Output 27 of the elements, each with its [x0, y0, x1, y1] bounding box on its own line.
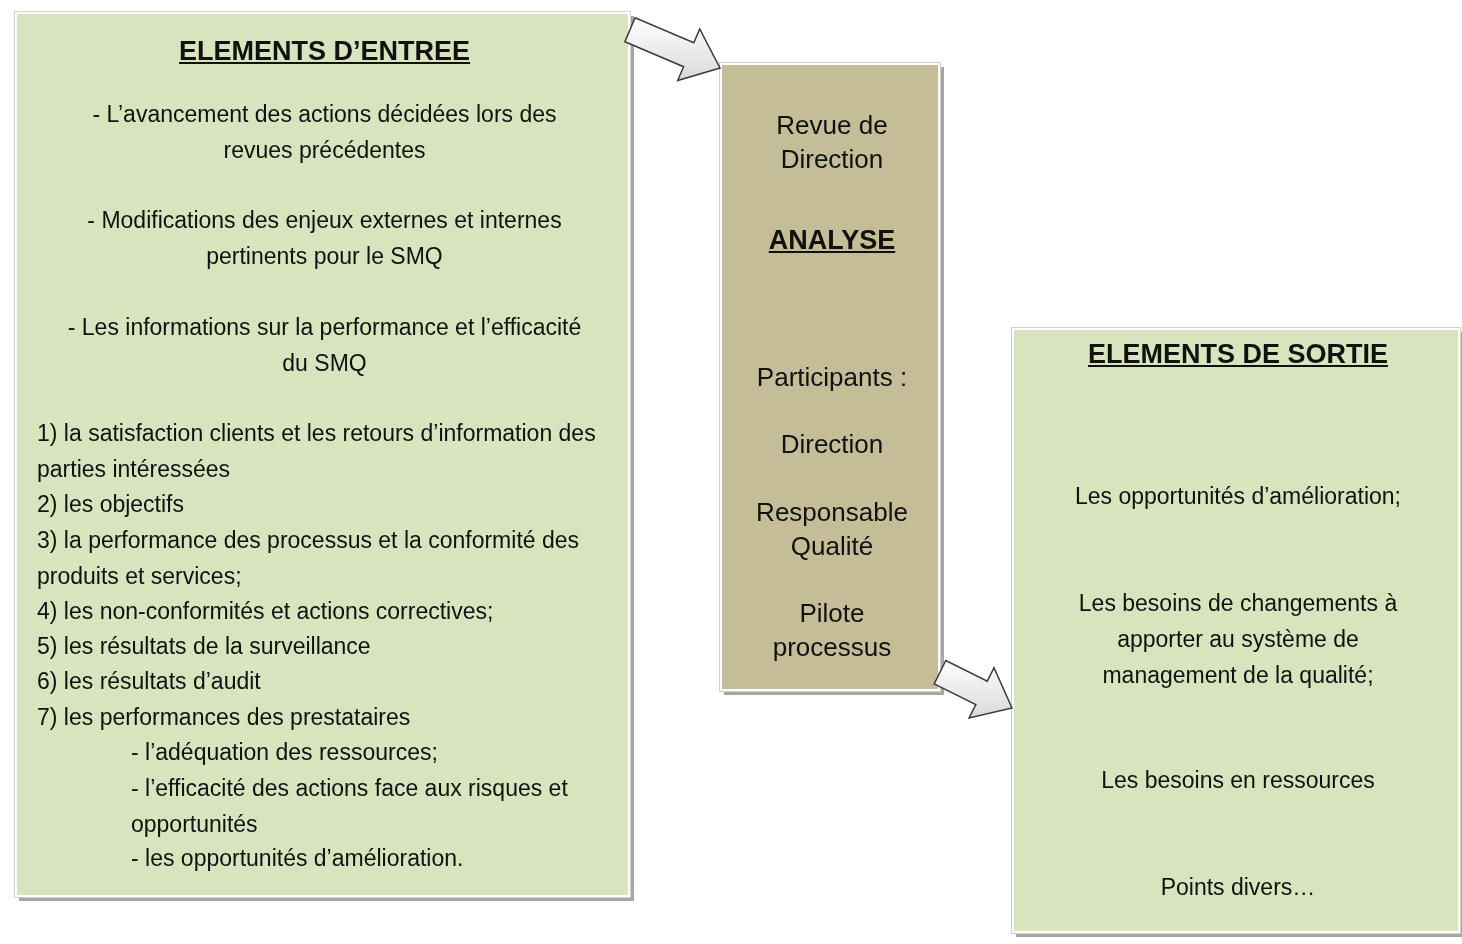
panel-text: Responsable Qualité: [755, 496, 909, 563]
block-arrow: [623, 16, 722, 82]
panel-text: Pilote processus: [771, 597, 893, 664]
panel-text: - les opportunités d’amélioration.: [131, 844, 465, 873]
panel-text: 4) les non-conformités et actions correctives;: [37, 597, 495, 626]
panel-heading: ELEMENTS DE SORTIE: [1086, 338, 1389, 371]
panel-heading: ANALYSE: [767, 224, 897, 257]
panel-text: - L’avancement des actions décidées lors des revues précédentes: [91, 100, 558, 165]
panel-text: 3) la performance des processus et la conformité des produits et services;: [37, 526, 581, 591]
panel-heading: ELEMENTS D’ENTREE: [178, 35, 471, 68]
panel-text: Les besoins en ressources: [1100, 766, 1376, 795]
panel-text: 1) la satisfaction clients et les retours d’information des parties intéressées: [37, 419, 597, 484]
panel-text: Direction: [779, 428, 885, 461]
panel-text: - l’adéquation des ressources;: [131, 738, 439, 767]
panel-text: Les besoins de changements à apporter au système de management de la qualité;: [1077, 589, 1399, 690]
panel-text: - Les informations sur la performance et l’efficacité du SMQ: [66, 313, 583, 378]
panel-text: Les opportunités d’amélioration;: [1073, 482, 1402, 511]
panel-text: 6) les résultats d’audit: [37, 667, 262, 696]
panel-text: Participants :: [755, 361, 909, 394]
panel-text: 2) les objectifs: [37, 490, 185, 519]
panel-text: Revue de Direction: [775, 109, 889, 176]
block-arrow: [933, 659, 1014, 719]
panel-text: - l’efficacité des actions face aux risques et opportunités: [131, 774, 569, 839]
panel-text: 5) les résultats de la surveillance: [37, 632, 372, 661]
panel-text: - Modifications des enjeux externes et internes pertinents pour le SMQ: [86, 206, 563, 271]
panel-text: Points divers…: [1159, 873, 1317, 902]
panel-text: 7) les performances des prestataires: [37, 703, 412, 732]
